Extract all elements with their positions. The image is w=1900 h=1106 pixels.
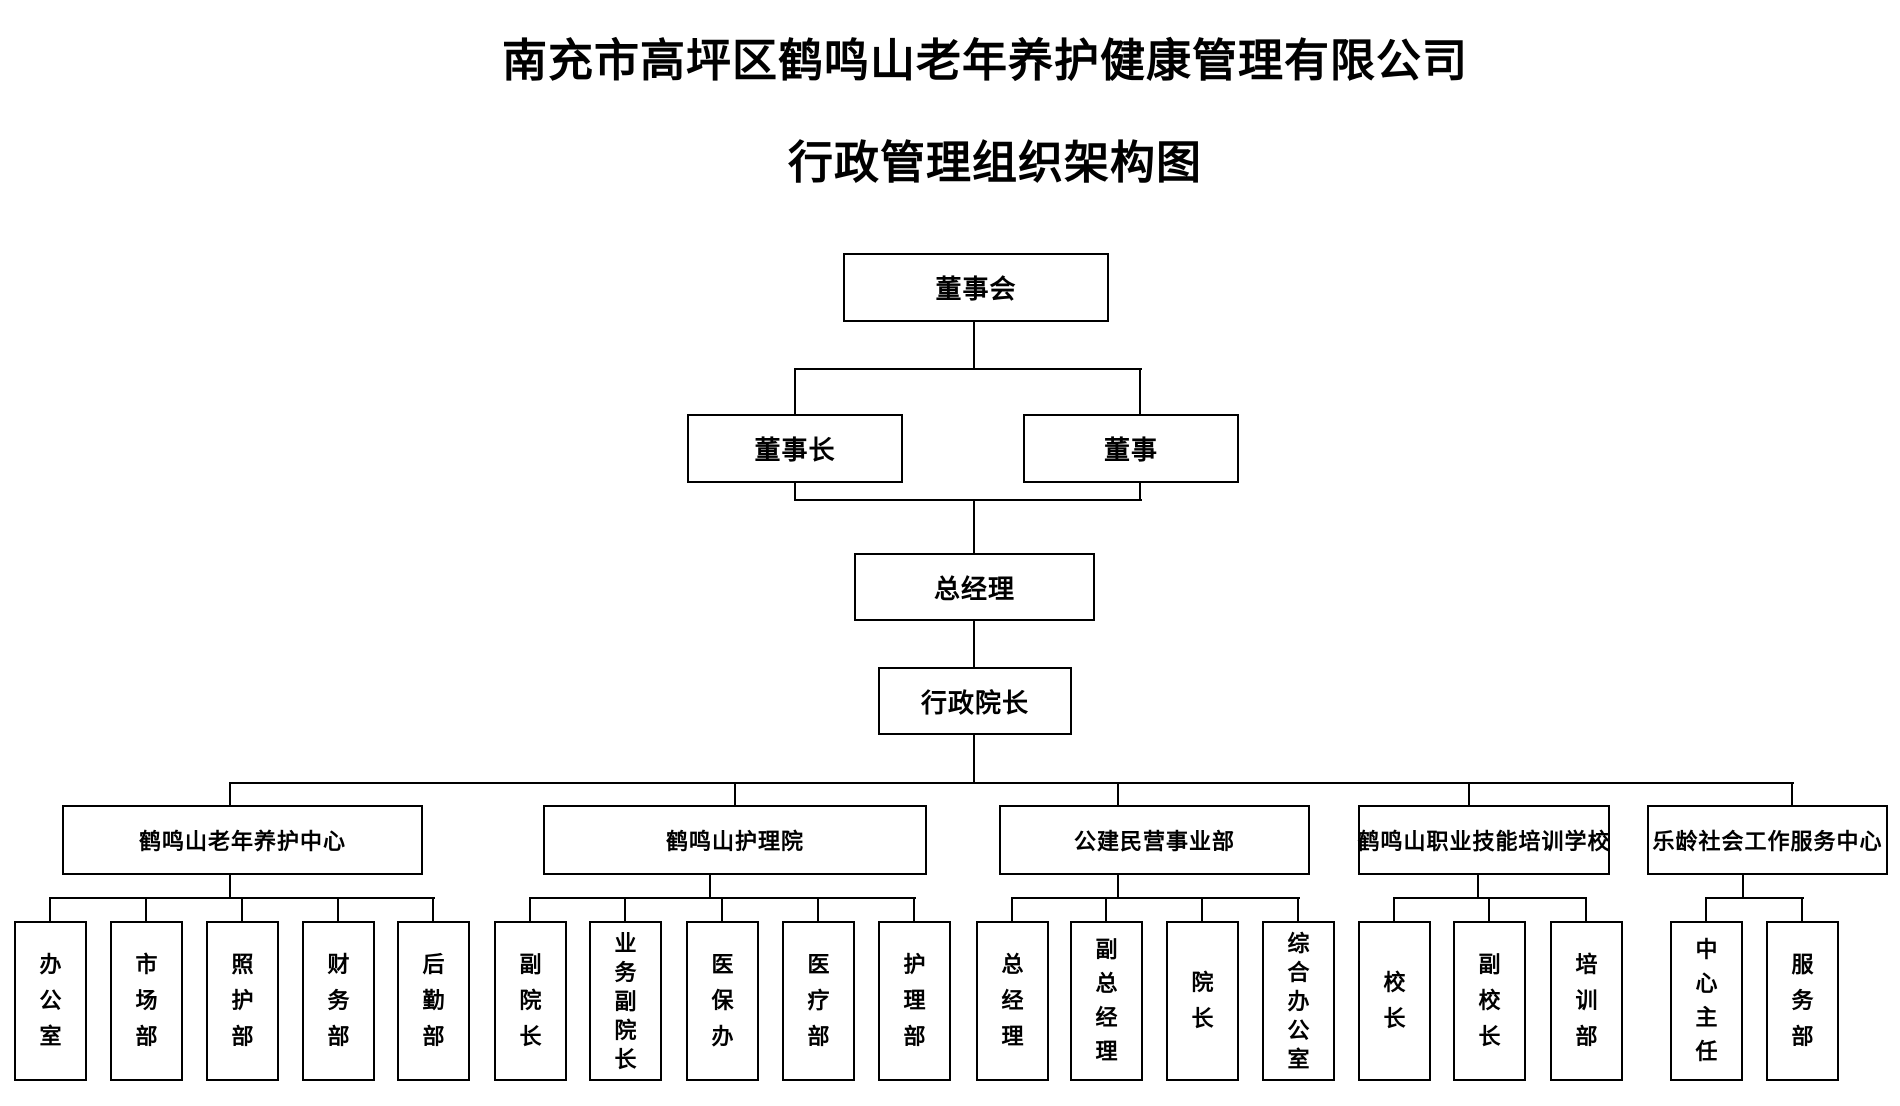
leaf-general-office: 综合办公室 xyxy=(1262,921,1335,1081)
node-chairman: 董事长 xyxy=(687,414,903,483)
connector-line xyxy=(1139,368,1141,414)
connector-line xyxy=(229,782,1794,784)
connector-line xyxy=(817,897,819,921)
connector-line xyxy=(794,368,796,414)
node-admin-dean: 行政院长 xyxy=(878,667,1072,735)
connector-line xyxy=(229,873,231,899)
connector-line xyxy=(1585,897,1587,921)
connector-line xyxy=(1393,897,1395,921)
leaf-business-vice-president: 业务副院长 xyxy=(589,921,662,1081)
leaf-service-dept: 服务部 xyxy=(1766,921,1839,1081)
connector-line xyxy=(1468,782,1470,805)
connector-line xyxy=(721,897,723,921)
leaf-training-dept: 培训部 xyxy=(1550,921,1623,1081)
leaf-logistics-dept: 后勤部 xyxy=(397,921,470,1081)
connector-line xyxy=(973,499,975,553)
connector-line xyxy=(49,897,51,921)
connector-line xyxy=(1791,782,1793,805)
connector-line xyxy=(624,897,626,921)
node-general-manager: 总经理 xyxy=(854,553,1095,621)
connector-line xyxy=(1201,897,1203,921)
leaf-principal: 校长 xyxy=(1358,921,1431,1081)
leaf-vice-president: 副院长 xyxy=(494,921,567,1081)
division-social-work-center: 乐龄社会工作服务中心 xyxy=(1647,805,1888,875)
connector-line xyxy=(1705,897,1707,921)
connector-line xyxy=(794,368,1142,370)
division-training-school: 鹤鸣山职业技能培训学校 xyxy=(1358,805,1610,875)
node-director: 董事 xyxy=(1023,414,1239,483)
connector-line xyxy=(145,897,147,921)
connector-line xyxy=(973,621,975,667)
leaf-medical-dept: 医疗部 xyxy=(782,921,855,1081)
connector-line xyxy=(1742,873,1744,899)
connector-line xyxy=(1801,897,1803,921)
division-elderly-care-center: 鹤鸣山老年养护中心 xyxy=(62,805,423,875)
connector-line xyxy=(1477,873,1479,899)
connector-line xyxy=(1011,897,1013,921)
leaf-marketing-dept: 市场部 xyxy=(110,921,183,1081)
node-board-of-directors: 董事会 xyxy=(843,253,1109,322)
connector-line xyxy=(794,499,1142,501)
connector-line xyxy=(241,897,243,921)
leaf-general-manager: 总经理 xyxy=(976,921,1049,1081)
company-title: 南充市高坪区鹤鸣山老年养护健康管理有限公司 xyxy=(501,36,1469,86)
connector-line xyxy=(794,483,796,501)
connector-line xyxy=(913,897,915,921)
leaf-office: 办公室 xyxy=(14,921,87,1081)
leaf-deputy-general-manager: 副总经理 xyxy=(1070,921,1143,1081)
division-public-private-dept: 公建民营事业部 xyxy=(999,805,1310,875)
connector-line xyxy=(734,782,736,805)
leaf-nursing-dept: 护理部 xyxy=(878,921,951,1081)
connector-line xyxy=(973,735,975,784)
connector-line xyxy=(1117,782,1119,805)
connector-line xyxy=(229,782,231,805)
leaf-vice-principal: 副校长 xyxy=(1453,921,1526,1081)
leaf-center-director: 中心主任 xyxy=(1670,921,1743,1081)
connector-line xyxy=(1011,897,1300,899)
chart-subtitle: 行政管理组织架构图 xyxy=(787,138,1203,188)
connector-line xyxy=(973,322,975,370)
connector-line xyxy=(529,897,531,921)
connector-line xyxy=(1393,897,1587,899)
connector-line xyxy=(1117,873,1119,899)
connector-line xyxy=(1297,897,1299,921)
leaf-medical-insurance-office: 医保办 xyxy=(686,921,759,1081)
connector-line xyxy=(1105,897,1107,921)
connector-line xyxy=(337,897,339,921)
leaf-finance-dept: 财务部 xyxy=(302,921,375,1081)
connector-line xyxy=(1139,483,1141,501)
connector-line xyxy=(1488,897,1490,921)
division-nursing-home: 鹤鸣山护理院 xyxy=(543,805,927,875)
leaf-president: 院长 xyxy=(1166,921,1239,1081)
leaf-care-dept: 照护部 xyxy=(206,921,279,1081)
connector-line xyxy=(709,873,711,899)
connector-line xyxy=(432,897,434,921)
connector-line xyxy=(1705,897,1804,899)
